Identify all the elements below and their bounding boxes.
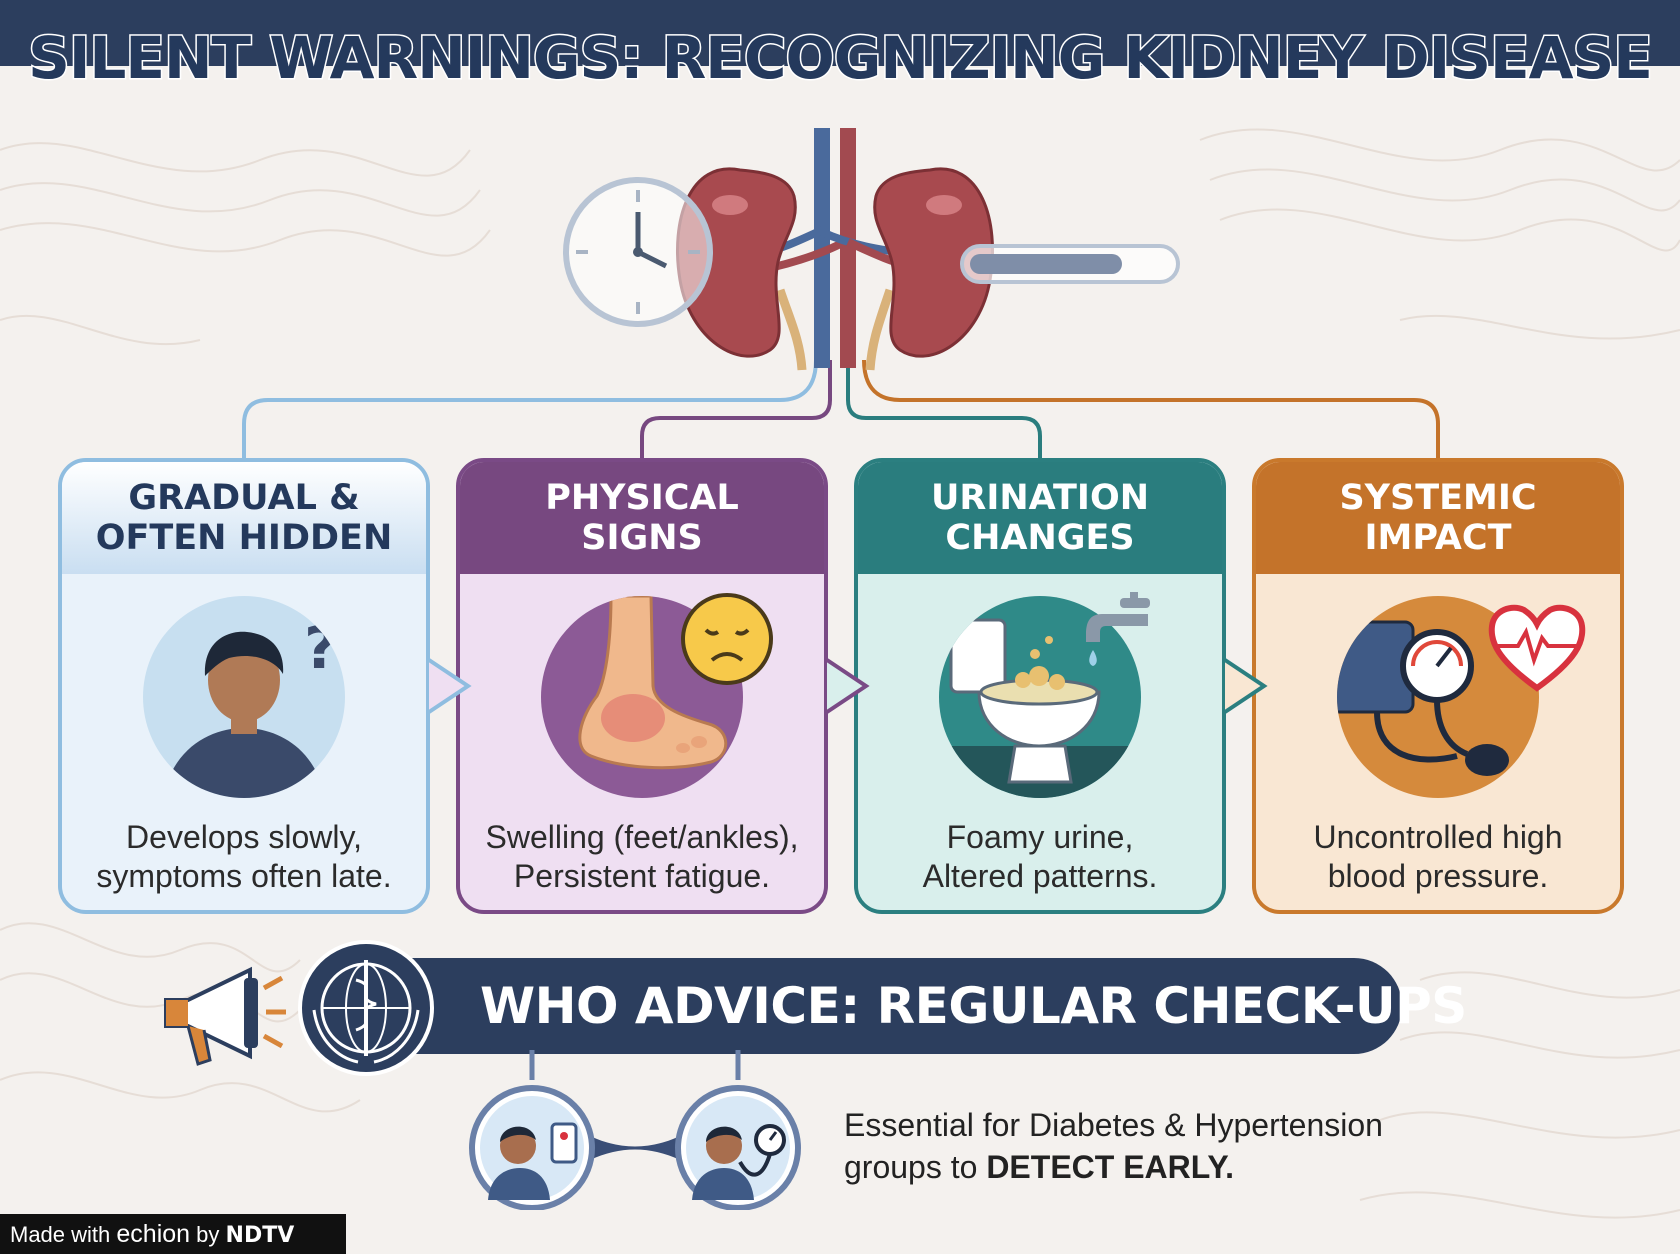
kidney-hero-illustration (242, 128, 1440, 460)
footer-brand: echion (116, 1220, 191, 1248)
footer-watermark: Made with echion by NDTV (0, 1214, 346, 1254)
heart-pulse-icon (1488, 604, 1586, 692)
footer-by: by (190, 1222, 226, 1247)
card-header: URINATION CHANGES (858, 462, 1222, 574)
footer-ndtv: NDTV (225, 1223, 295, 1248)
card-illustration (939, 596, 1141, 798)
connector-line-4 (862, 359, 1440, 460)
check-up-illustration (469, 1050, 801, 1210)
top-bar (0, 0, 1680, 66)
glucose-test-icon (469, 1085, 595, 1210)
advice-emphasis: DETECT EARLY. (986, 1149, 1235, 1185)
card-title: URINATION CHANGES (931, 478, 1149, 558)
page-title: SILENT WARNINGS: RECOGNIZING KIDNEY DISE… (27, 23, 1655, 94)
card-header: PHYSICAL SIGNS (460, 462, 824, 574)
card-description: Uncontrolled high blood pressure. (1313, 819, 1563, 894)
advice-line-2: groups to DETECT EARLY. (844, 1146, 1383, 1188)
connector-line-3 (846, 360, 1042, 460)
svg-text:?: ? (304, 614, 338, 682)
card-header: GRADUAL & OFTEN HIDDEN (62, 462, 426, 574)
connector-line-2 (640, 360, 832, 460)
swollen-foot-icon (578, 596, 728, 770)
who-emblem-icon (298, 940, 434, 1076)
bp-check-icon (675, 1085, 801, 1210)
clock-icon (563, 177, 713, 327)
connector-line-1 (242, 359, 818, 460)
card-description: Swelling (feet/ankles), Persistent fatig… (485, 819, 799, 894)
sad-face-icon (681, 593, 773, 685)
advice-text: Essential for Diabetes & Hypertension gr… (844, 1104, 1383, 1188)
card-header: SYSTEMIC IMPACT (1256, 462, 1620, 574)
card-urination-changes: URINATION CHANGES Foamy urine, Altered (854, 458, 1226, 914)
banner-title: WHO ADVICE: REGULAR CHECK-UPS (480, 977, 1467, 1035)
card-description: Foamy urine, Altered patterns. (922, 819, 1158, 894)
card-illustration: ? (143, 596, 345, 798)
card-title: PHYSICAL SIGNS (545, 478, 739, 558)
footer-made-with: Made with (10, 1222, 117, 1247)
advice-line-1: Essential for Diabetes & Hypertension (844, 1107, 1383, 1143)
toilet-icon (939, 618, 1141, 798)
who-advice-banner: WHO ADVICE: REGULAR CHECK-UPS (322, 958, 1467, 1054)
progress-bar-icon (960, 244, 1180, 284)
person-question-icon: ? (163, 614, 338, 798)
card-gradual-hidden: GRADUAL & OFTEN HIDDEN ? Develops slowly… (58, 458, 430, 914)
advice-line-2-prefix: groups to (844, 1149, 987, 1185)
card-physical-signs: PHYSICAL SIGNS Swelling (feet/ankles), P… (456, 458, 828, 914)
card-title: SYSTEMIC IMPACT (1339, 478, 1537, 558)
faucet-icon (1086, 592, 1150, 666)
card-title: GRADUAL & OFTEN HIDDEN (95, 478, 393, 558)
card-description: Develops slowly, symptoms often late. (96, 819, 392, 894)
blood-pressure-monitor-icon (1337, 620, 1509, 776)
megaphone-icon (164, 966, 286, 1066)
card-systemic-impact: SYSTEMIC IMPACT Uncontrolled high blood … (1252, 458, 1624, 914)
